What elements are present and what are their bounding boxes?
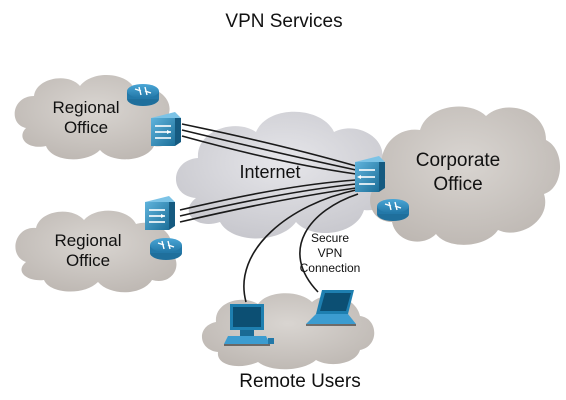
firewall-icon xyxy=(355,156,385,192)
laptop-icon xyxy=(306,290,356,326)
secure-vpn-label-line1: Secure xyxy=(311,231,349,245)
regional-top-label-line2: Office xyxy=(64,118,108,137)
diagram-title: VPN Services xyxy=(225,11,342,32)
desktop-computer-icon xyxy=(224,304,274,346)
link-top-regional-1 xyxy=(181,123,357,167)
link-top-regional-2 xyxy=(181,129,357,171)
link-bottom-regional-1 xyxy=(179,179,357,211)
link-remote-desktop xyxy=(243,189,357,303)
corporate-label-line2: Office xyxy=(433,174,482,195)
link-bottom-regional-2 xyxy=(179,183,357,217)
vpn-links xyxy=(179,123,359,303)
link-bottom-regional-3 xyxy=(179,187,357,223)
router-icon xyxy=(150,238,182,260)
link-remote-laptop xyxy=(299,193,359,293)
regional-top-label-line1: Regional xyxy=(52,98,119,117)
regional-bottom-label-line1: Regional xyxy=(54,231,121,250)
secure-vpn-label-line3: Connection xyxy=(300,261,361,275)
router-icon xyxy=(127,84,159,106)
router-icon xyxy=(377,199,409,221)
firewall-icon xyxy=(145,196,175,230)
corporate-label-line1: Corporate xyxy=(416,150,501,171)
internet-cloud xyxy=(175,111,392,239)
secure-vpn-label-line2: VPN xyxy=(318,246,343,260)
firewall-icon xyxy=(151,112,181,146)
internet-label: Internet xyxy=(239,162,300,182)
remote-users-label: Remote Users xyxy=(239,371,360,392)
regional-bottom-label-line2: Office xyxy=(66,251,110,270)
regional-office-bottom-cloud xyxy=(15,210,177,293)
link-top-regional-3 xyxy=(181,135,357,175)
corporate-office-cloud xyxy=(370,106,561,245)
